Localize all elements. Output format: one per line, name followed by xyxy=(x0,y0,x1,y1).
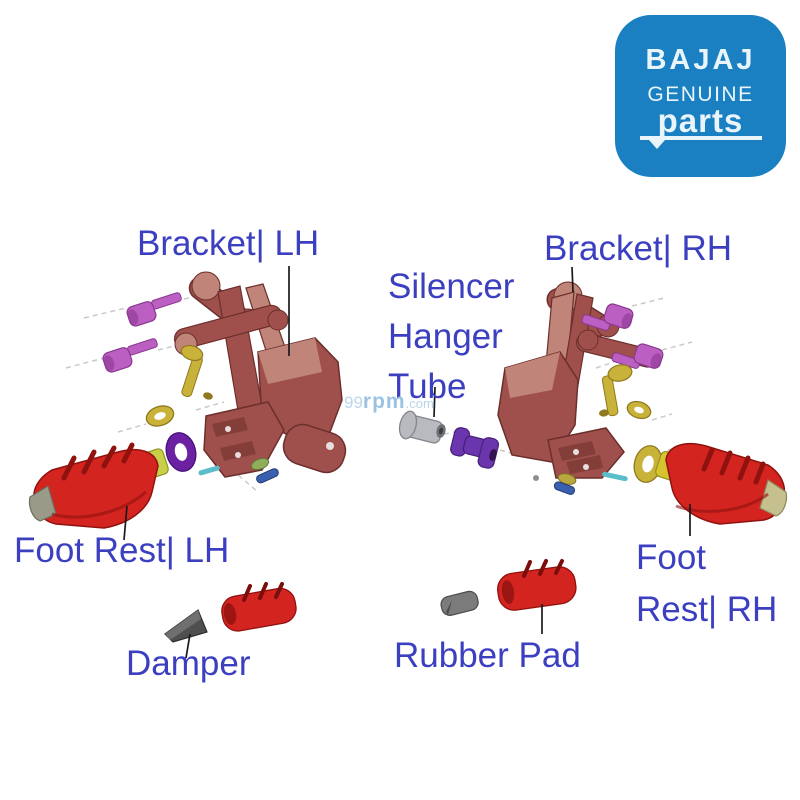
rubber-ring-lh xyxy=(165,432,197,472)
allen-bolt-rh-2 xyxy=(611,343,664,369)
allen-bolt-lh-1 xyxy=(126,292,182,327)
washer-lh xyxy=(145,405,175,427)
silencer-hanger-tube-part xyxy=(398,410,446,444)
damper-foot-rest-piece xyxy=(221,582,297,632)
watermark-99rpm: 99rpm.com xyxy=(344,390,434,414)
label-foot-rest-lh: Foot Rest| LH xyxy=(14,531,230,570)
logo-genuine-text: GENUINE xyxy=(647,83,754,106)
bracket-rh-part xyxy=(497,281,660,479)
label-damper: Damper xyxy=(126,644,251,683)
foot-rest-lh-part xyxy=(28,442,169,529)
small-hardware-lh xyxy=(198,457,279,484)
foot-rest-rh-part xyxy=(655,442,788,525)
logo-parts-text: parts xyxy=(657,102,744,139)
watermark-main: rpm xyxy=(362,390,406,413)
label-bracket-rh: Bracket| RH xyxy=(544,229,733,268)
rubber-pad-foot-rest-piece xyxy=(497,559,577,611)
label-silencer-line1: Silencer xyxy=(388,267,515,306)
pivot-pin-rh xyxy=(599,364,633,417)
washer-rh-small xyxy=(626,400,652,420)
label-foot-rest-rh-line1: Foot xyxy=(636,538,707,577)
bajaj-genuine-parts-logo: BAJAJ GENUINE parts xyxy=(615,15,786,177)
rubber-pad-part xyxy=(440,590,479,616)
label-bracket-lh: Bracket| LH xyxy=(137,224,320,263)
allen-bolt-lh-2 xyxy=(102,338,158,373)
bracket-lh-part xyxy=(173,271,347,478)
label-silencer-line2: Hanger xyxy=(388,317,503,356)
label-rubber-pad: Rubber Pad xyxy=(394,636,581,675)
logo-arrow-down-icon xyxy=(649,140,665,149)
label-silencer-line3: Tube xyxy=(388,367,467,406)
damper-part xyxy=(164,609,208,643)
label-silencer-hanger-tube: Silencer Hanger Tube xyxy=(388,262,514,412)
pivot-pin-lh xyxy=(180,344,213,400)
small-hardware-rh xyxy=(533,471,628,495)
allen-bolt-rh-1 xyxy=(581,303,634,331)
watermark-suffix: .com xyxy=(405,396,434,411)
label-foot-rest-rh-line2: Rest| RH xyxy=(636,590,778,629)
leader-lines xyxy=(123,266,691,659)
watermark-prefix: 99 xyxy=(344,393,363,412)
logo-underline xyxy=(640,136,762,149)
label-foot-rest-rh: Foot Rest| RH xyxy=(636,532,777,636)
silencer-hanger-rubber-part xyxy=(450,427,500,469)
logo-brand-text: BAJAJ xyxy=(645,44,756,76)
